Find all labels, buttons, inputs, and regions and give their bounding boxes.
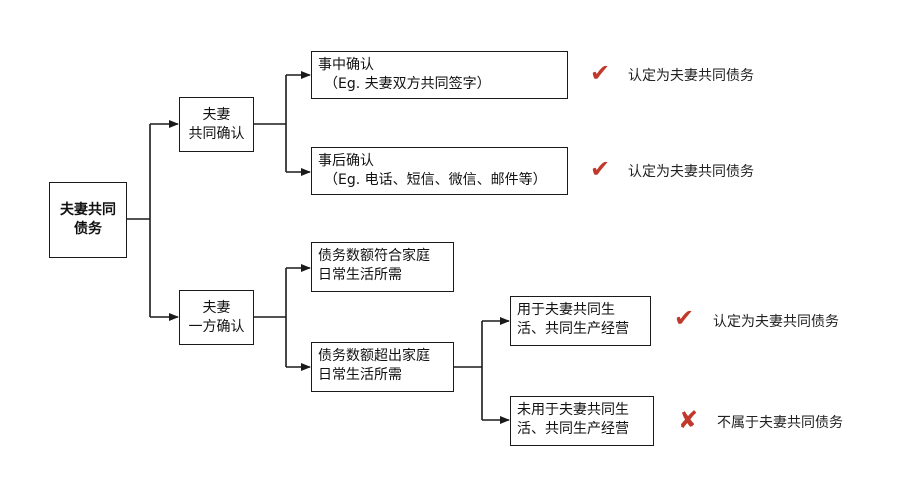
node-root-line1: 夫妻共同 [60,202,116,218]
node-single-confirm-line1: 夫妻 [202,299,231,316]
check-mark-icon: ✔ [590,59,611,87]
node-used-joint: 用于夫妻共同生 活、共同生产经营 [510,296,651,346]
node-root: 夫妻共同 债务 [49,182,127,258]
node-unused-joint: 未用于夫妻共同生 活、共同生产经营 [510,396,654,446]
check-mark-icon: ✔ [590,155,611,183]
result-after: 认定为夫妻共同债务 [628,164,754,180]
node-after-confirm-line1: 事后确认 [318,153,374,169]
node-used-joint-line1: 用于夫妻共同生 [517,302,615,318]
result-unused: 不属于夫妻共同债务 [717,415,843,431]
node-joint-confirm-line2: 共同确认 [188,125,245,142]
node-exceed-daily-line2: 日常生活所需 [318,367,402,383]
node-unused-joint-line1: 未用于夫妻共同生 [517,402,629,418]
result-prior: 认定为夫妻共同债务 [628,68,754,84]
check-mark-icon: ✔ [674,304,695,332]
node-within-daily-line1: 债务数额符合家庭 [318,248,430,264]
result-used: 认定为夫妻共同债务 [713,314,839,330]
node-within-daily-line2: 日常生活所需 [318,267,402,283]
node-after-confirm-line2: （Eg. 电话、短信、微信、邮件等） [324,172,547,188]
node-prior-confirm-line1: 事中确认 [318,57,374,73]
node-used-joint-line2: 活、共同生产经营 [517,321,629,337]
node-unused-joint-line2: 活、共同生产经营 [517,421,629,437]
node-prior-confirm-line2: （Eg. 夫妻双方共同签字） [324,76,491,92]
node-after-confirm: 事后确认 （Eg. 电话、短信、微信、邮件等） [311,147,568,195]
node-exceed-daily-line1: 债务数额超出家庭 [318,348,430,364]
cross-mark-icon: ✘ [678,406,699,434]
node-single-confirm: 夫妻 一方确认 [179,290,254,345]
node-single-confirm-line2: 一方确认 [188,318,245,335]
node-within-daily: 债务数额符合家庭 日常生活所需 [311,242,454,292]
node-root-line2: 债务 [74,221,102,237]
node-joint-confirm-line1: 夫妻 [202,106,231,123]
node-joint-confirm: 夫妻 共同确认 [179,97,254,152]
node-exceed-daily: 债务数额超出家庭 日常生活所需 [311,342,454,392]
node-prior-confirm: 事中确认 （Eg. 夫妻双方共同签字） [311,51,568,99]
